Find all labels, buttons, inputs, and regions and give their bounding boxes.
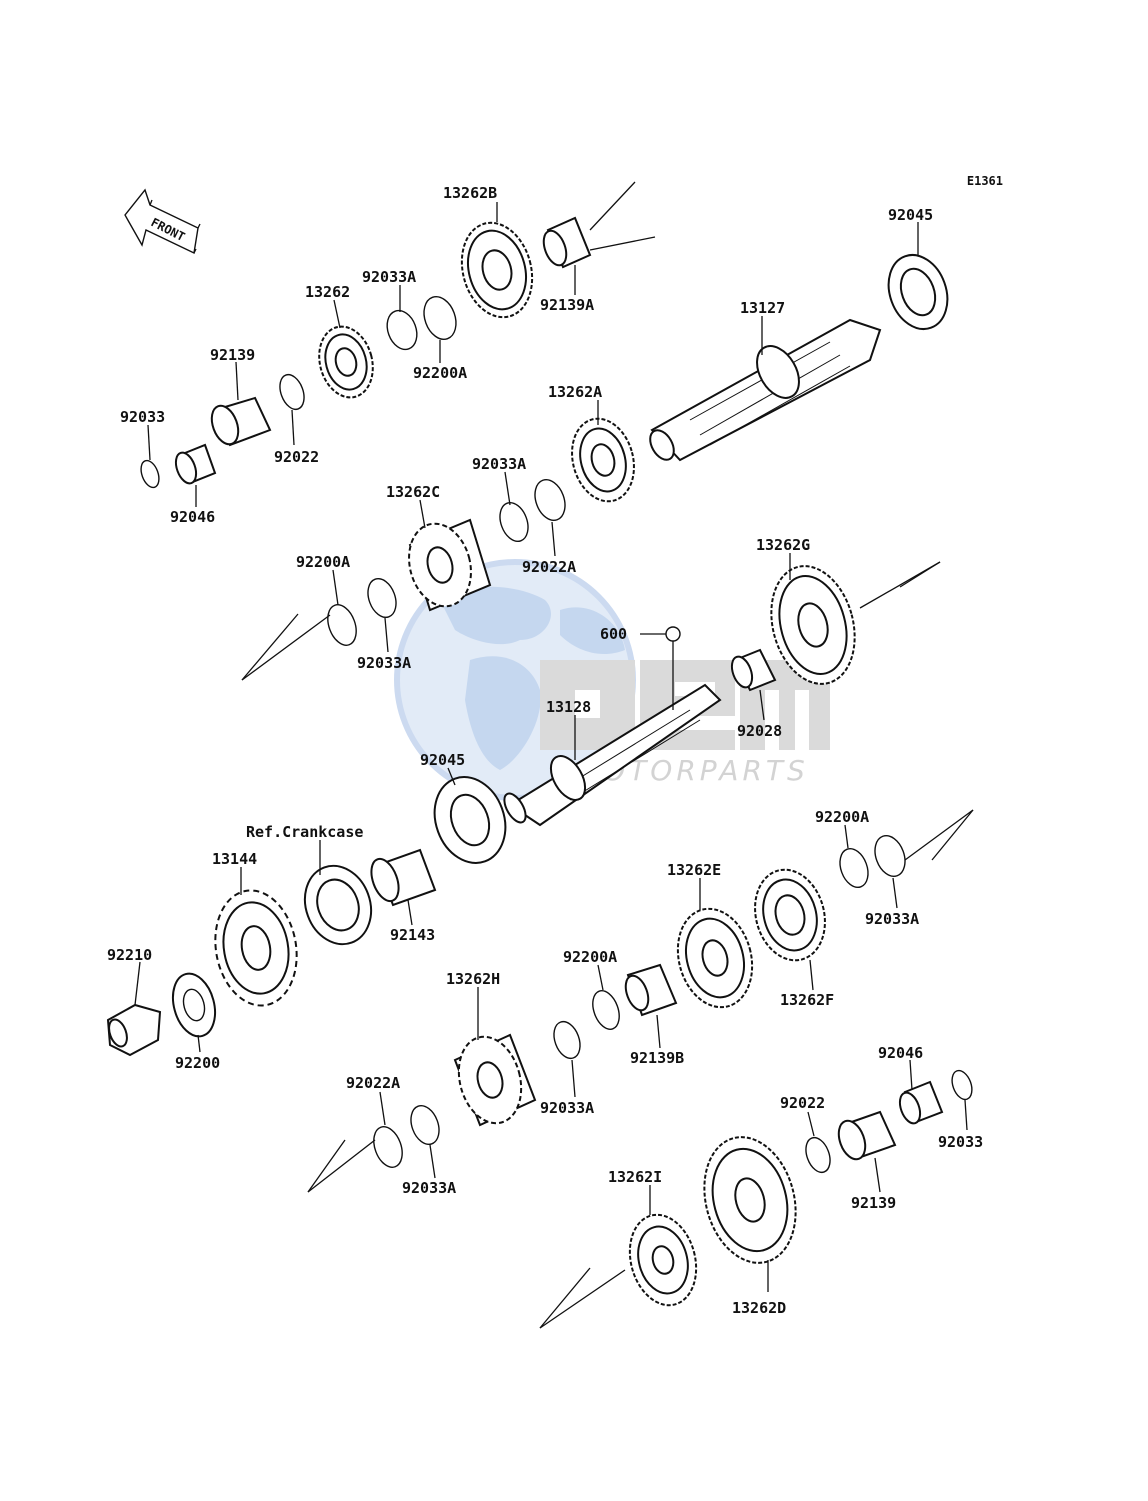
sprocket-13144 xyxy=(214,889,298,1007)
gear-13262F xyxy=(754,868,826,962)
gear-13262G xyxy=(770,561,941,685)
input-shaft xyxy=(503,683,722,827)
label-92143: 92143 xyxy=(390,926,435,944)
needle-bearing-92046-bot xyxy=(898,1080,944,1125)
washer-92200 xyxy=(171,972,217,1038)
part-labels: 13262B 92139A 92045 92033A 13262 92200A … xyxy=(107,184,983,1317)
label-92033A-6: 92033A xyxy=(402,1179,456,1197)
oil-seal xyxy=(303,864,373,946)
label-13127: 13127 xyxy=(740,299,785,317)
washer-92022-top xyxy=(279,373,305,411)
label-92210: 92210 xyxy=(107,946,152,964)
circlip-92033A-5 xyxy=(553,1020,581,1060)
washer-92200A-4 xyxy=(592,990,620,1030)
label-92022A-2: 92022A xyxy=(346,1074,400,1092)
bush-92028 xyxy=(730,648,777,692)
label-92200: 92200 xyxy=(175,1054,220,1072)
label-13262E: 13262E xyxy=(667,861,721,879)
label-92200A-4: 92200A xyxy=(563,948,617,966)
circlip-92033A-4 xyxy=(874,834,906,878)
label-92028: 92028 xyxy=(737,722,782,740)
label-92033-top: 92033 xyxy=(120,408,165,426)
label-92022-top: 92022 xyxy=(274,448,319,466)
washer-92022A-2 xyxy=(373,1126,403,1168)
oil-symbol-icon xyxy=(665,626,681,642)
bearing-top xyxy=(887,254,949,330)
label-92033-bot: 92033 xyxy=(938,1133,983,1151)
circlip-92033-bot xyxy=(951,1069,973,1101)
needle-bearing-92139A xyxy=(542,181,656,269)
label-92139A: 92139A xyxy=(540,296,594,314)
gear-13262H xyxy=(453,1033,537,1127)
circlip-92033-top xyxy=(140,459,160,489)
bearing-mid xyxy=(433,776,507,864)
label-13262D: 13262D xyxy=(732,1299,786,1317)
gear-13262B xyxy=(460,221,534,319)
label-92139-bot: 92139 xyxy=(851,1194,896,1212)
washer-92022-bot xyxy=(805,1136,831,1174)
label-92022A-1: 92022A xyxy=(522,558,576,576)
circlip-92033A-3 xyxy=(367,577,397,619)
label-92045-top: 92045 xyxy=(888,206,933,224)
label-13262G: 13262G xyxy=(756,536,810,554)
label-600: 600 xyxy=(600,625,627,643)
gear-13262 xyxy=(318,325,374,399)
label-92033A-3: 92033A xyxy=(357,654,411,672)
label-13262F: 13262F xyxy=(780,991,834,1009)
washer-92022A-1 xyxy=(534,478,566,522)
label-13144: 13144 xyxy=(212,850,257,868)
needle-bearing-92139B xyxy=(624,963,678,1017)
collar-92143 xyxy=(370,848,437,907)
washer-92200A-1 xyxy=(423,295,457,341)
gear-13262I xyxy=(539,1213,698,1329)
label-92033A-4: 92033A xyxy=(865,910,919,928)
gear-13262A xyxy=(571,417,635,503)
circlip-92033A-1 xyxy=(386,309,418,351)
label-13128: 13128 xyxy=(546,698,591,716)
label-13262A: 13262A xyxy=(548,383,602,401)
label-92200A-1: 92200A xyxy=(413,364,467,382)
label-13262B: 13262B xyxy=(443,184,497,202)
label-92022-bot: 92022 xyxy=(780,1094,825,1112)
label-92033A-5: 92033A xyxy=(540,1099,594,1117)
label-13262C: 13262C xyxy=(386,483,440,501)
leader-lines xyxy=(134,202,968,1292)
needle-bearing-92046-top xyxy=(174,443,217,485)
label-92139B: 92139B xyxy=(630,1049,684,1067)
ref-note: Ref.Crankcase xyxy=(246,823,363,841)
washer-92200A-3 xyxy=(839,847,869,889)
label-92045-mid: 92045 xyxy=(420,751,465,769)
bush-92139-bot xyxy=(837,1110,897,1161)
gear-13262E xyxy=(676,907,754,1009)
gear-13262D xyxy=(703,1136,797,1264)
circlip-92033A-2 xyxy=(499,501,529,543)
front-arrow-icon: FRONT xyxy=(124,188,201,255)
nut-92210 xyxy=(106,1003,162,1057)
label-92033A-1: 92033A xyxy=(362,268,416,286)
label-13262: 13262 xyxy=(305,283,350,301)
label-92046-top: 92046 xyxy=(170,508,215,526)
label-13262I: 13262I xyxy=(608,1168,662,1186)
washer-92200A-2 xyxy=(327,604,357,646)
label-92046-bot: 92046 xyxy=(878,1044,923,1062)
gear-13262C xyxy=(408,518,492,612)
output-shaft xyxy=(649,318,882,462)
label-92033A-2: 92033A xyxy=(472,455,526,473)
label-13262H: 13262H xyxy=(446,970,500,988)
diagram-id: E1361 xyxy=(967,174,1003,188)
label-92200A-2: 92200A xyxy=(296,553,350,571)
label-92200A-3: 92200A xyxy=(815,808,869,826)
circlip-92033A-6 xyxy=(410,1104,440,1146)
label-92139-top: 92139 xyxy=(210,346,255,364)
bush-92139-top xyxy=(210,396,272,447)
